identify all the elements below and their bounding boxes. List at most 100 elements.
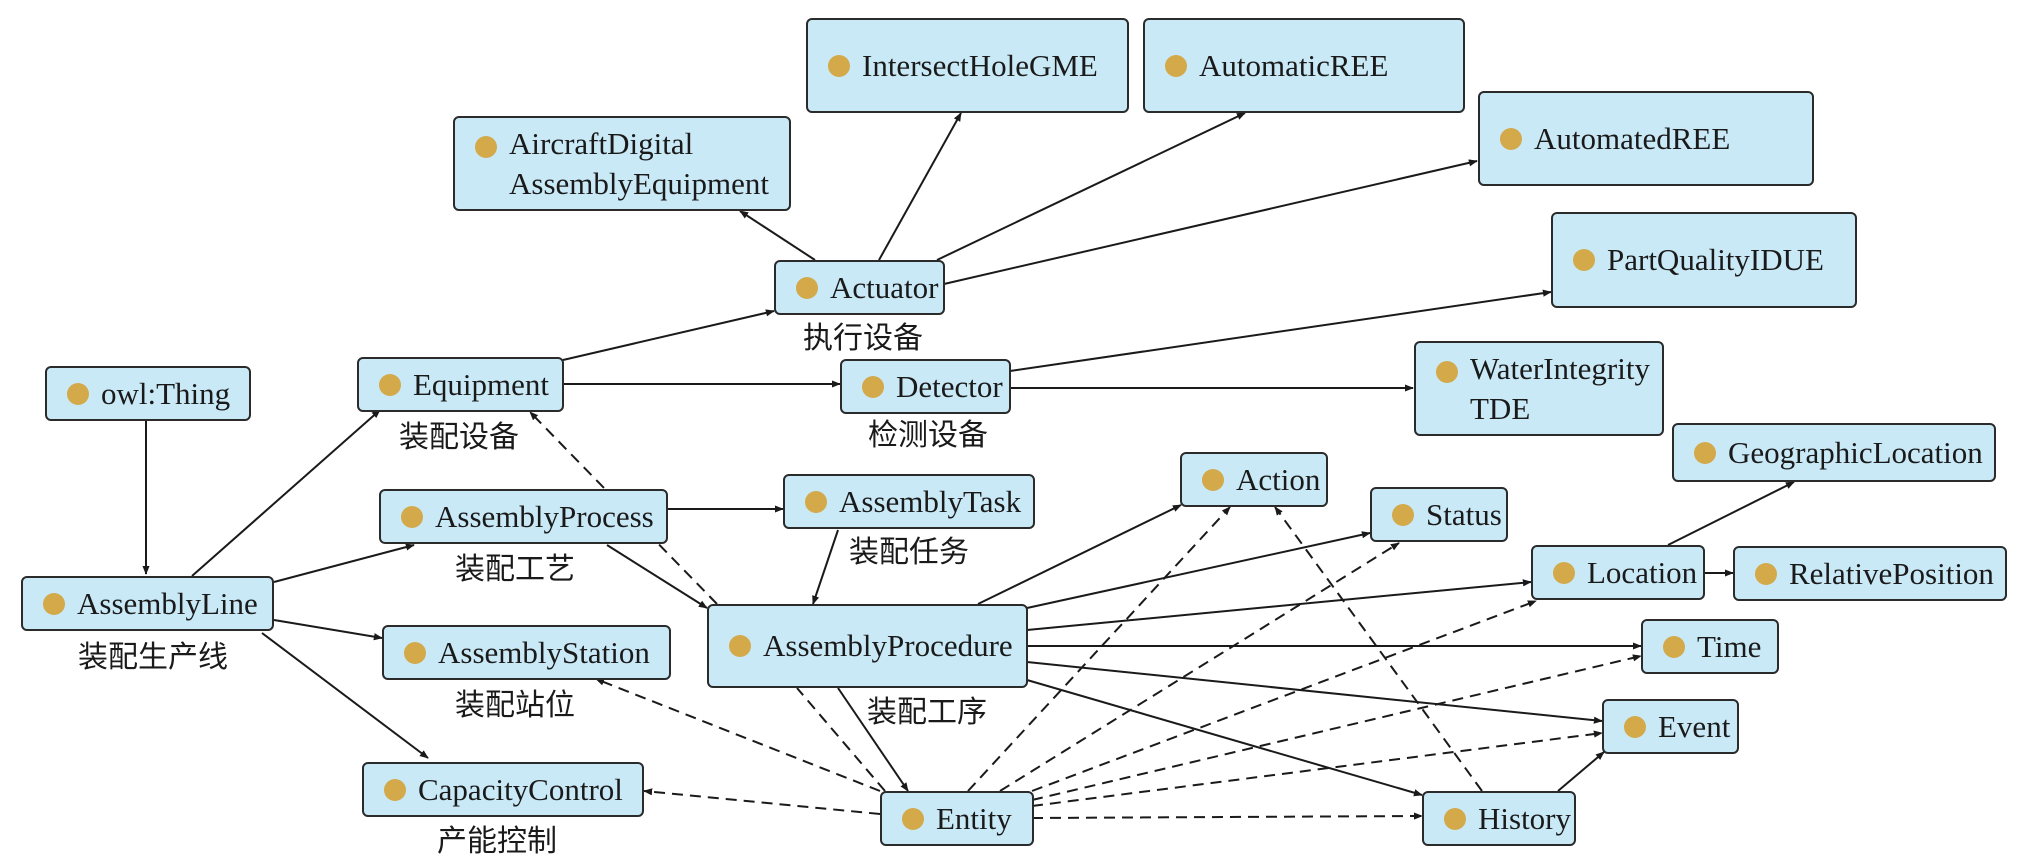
node-aircraft-digital-assembly-equipment[interactable]: AircraftDigital AssemblyEquipment	[453, 116, 791, 211]
caption-detector: 检测设备	[868, 418, 988, 453]
node-equipment[interactable]: Equipment	[357, 357, 564, 412]
edge-assemblyprocedure-entity	[837, 687, 909, 792]
node-label: Time	[1697, 628, 1762, 664]
node-label: History	[1478, 800, 1571, 836]
circle-icon	[902, 807, 924, 830]
node-history[interactable]: History	[1422, 791, 1576, 846]
node-label: IntersectHoleGME	[862, 47, 1098, 83]
caption-actuator: 执行设备	[803, 321, 923, 356]
node-location[interactable]: Location	[1531, 545, 1705, 600]
node-label: Event	[1658, 708, 1731, 744]
node-actuator[interactable]: Actuator	[774, 260, 945, 315]
node-part-quality-idue[interactable]: PartQualityIDUE	[1551, 212, 1857, 308]
node-assembly-process[interactable]: AssemblyProcess	[379, 489, 668, 544]
edge-assemblyline-capacitycontrol	[261, 632, 429, 759]
edge-assemblyprocedure-action	[977, 504, 1182, 605]
node-intersect-hole-gme[interactable]: IntersectHoleGME	[806, 18, 1129, 113]
node-label: Equipment	[413, 366, 550, 402]
circle-icon	[67, 382, 89, 405]
dashed-edge-entity-time	[1031, 654, 1642, 801]
dashed-edge-entity-action	[967, 506, 1231, 792]
circle-icon	[1755, 562, 1777, 585]
node-time[interactable]: Time	[1641, 619, 1779, 674]
node-label: GeographicLocation	[1728, 434, 1983, 470]
node-event[interactable]: Event	[1602, 699, 1739, 754]
node-assembly-line[interactable]: AssemblyLine	[21, 576, 274, 631]
circle-icon	[1694, 441, 1716, 464]
edge-assemblytask-assemblyprocedure	[812, 529, 839, 605]
node-label: AssemblyStation	[438, 634, 650, 670]
node-label: Entity	[936, 800, 1012, 836]
circle-icon	[43, 592, 65, 615]
node-assembly-task[interactable]: AssemblyTask	[783, 474, 1035, 529]
edge-assemblyprocess-assemblyprocedure	[606, 544, 708, 609]
edge-actuator-automaticree	[936, 112, 1246, 261]
edge-history-event	[1557, 751, 1605, 792]
node-owl-thing[interactable]: owl:Thing	[45, 366, 251, 421]
node-entity[interactable]: Entity	[880, 791, 1034, 846]
node-capacity-control[interactable]: CapacityControl	[362, 762, 644, 817]
node-relative-position[interactable]: RelativePosition	[1733, 546, 2007, 601]
edge-assemblyprocedure-location	[1026, 579, 1532, 631]
node-label: PartQualityIDUE	[1607, 242, 1824, 277]
dashed-edge-entity-assemblyprocedure	[796, 687, 886, 792]
circle-icon	[1165, 54, 1187, 77]
node-automated-ree[interactable]: AutomatedREE	[1478, 91, 1814, 186]
dashed-edge-entity-event	[1031, 730, 1603, 807]
node-label: WaterIntegrity TDE	[1470, 350, 1650, 426]
caption-assembly-process: 装配工艺	[455, 552, 575, 587]
node-label: owl:Thing	[101, 375, 231, 411]
node-label: AutomaticREE	[1199, 47, 1389, 83]
edge-detector-partqualityidue	[1009, 289, 1552, 372]
caption-assembly-task: 装配任务	[849, 535, 969, 570]
node-label: AssemblyLine	[77, 585, 258, 621]
circle-icon	[805, 490, 827, 513]
circle-icon	[1444, 807, 1466, 830]
caption-assembly-line: 装配生产线	[78, 640, 228, 675]
node-status[interactable]: Status	[1370, 487, 1508, 542]
node-geographic-location[interactable]: GeographicLocation	[1672, 423, 1996, 482]
circle-icon	[729, 635, 751, 657]
edge-assemblyprocedure-history	[1026, 679, 1423, 797]
circle-icon	[1202, 468, 1224, 491]
circle-icon	[401, 505, 423, 528]
edge-assemblyline-equipment	[191, 409, 381, 577]
node-label: AssemblyTask	[839, 483, 1022, 519]
circle-icon	[384, 778, 406, 801]
node-automatic-ree[interactable]: AutomaticREE	[1143, 18, 1465, 113]
dashed-edge-entity-assemblystation	[595, 678, 881, 792]
edge-assemblyprocedure-event	[1026, 661, 1603, 724]
node-assembly-procedure[interactable]: AssemblyProcedure	[707, 604, 1028, 688]
node-label: AssemblyProcedure	[763, 628, 1013, 663]
node-label: Actuator	[830, 269, 939, 305]
circle-icon	[828, 54, 850, 77]
circle-icon	[1500, 127, 1522, 150]
node-label: RelativePosition	[1789, 555, 1994, 591]
circle-icon	[796, 276, 818, 299]
circle-icon	[862, 375, 884, 398]
node-detector[interactable]: Detector	[840, 359, 1011, 414]
node-label: Location	[1587, 554, 1698, 590]
node-assembly-station[interactable]: AssemblyStation	[382, 625, 671, 680]
circle-icon	[1553, 561, 1575, 584]
edge-actuator-automatedree	[943, 159, 1478, 285]
node-label: Status	[1426, 496, 1502, 532]
caption-assembly-station: 装配站位	[455, 688, 575, 723]
node-label: CapacityControl	[418, 771, 623, 807]
dashed-edge-entity-status	[999, 542, 1400, 792]
node-label: Detector	[896, 368, 1003, 404]
node-water-integrity-tde[interactable]: WaterIntegrity TDE	[1414, 341, 1664, 436]
circle-icon	[1392, 503, 1414, 526]
circle-icon	[1436, 361, 1458, 383]
dashed-edge-entity-capacitycontrol	[643, 788, 881, 815]
dashed-edges	[529, 411, 1642, 820]
edge-equipment-actuator	[562, 309, 775, 361]
dashed-edge-entity-location	[1031, 600, 1537, 792]
circle-icon	[1573, 249, 1595, 271]
circle-icon	[404, 641, 426, 664]
edge-assemblyprocedure-status	[1026, 531, 1371, 609]
node-label: AssemblyProcess	[435, 498, 654, 534]
node-action[interactable]: Action	[1180, 452, 1328, 507]
